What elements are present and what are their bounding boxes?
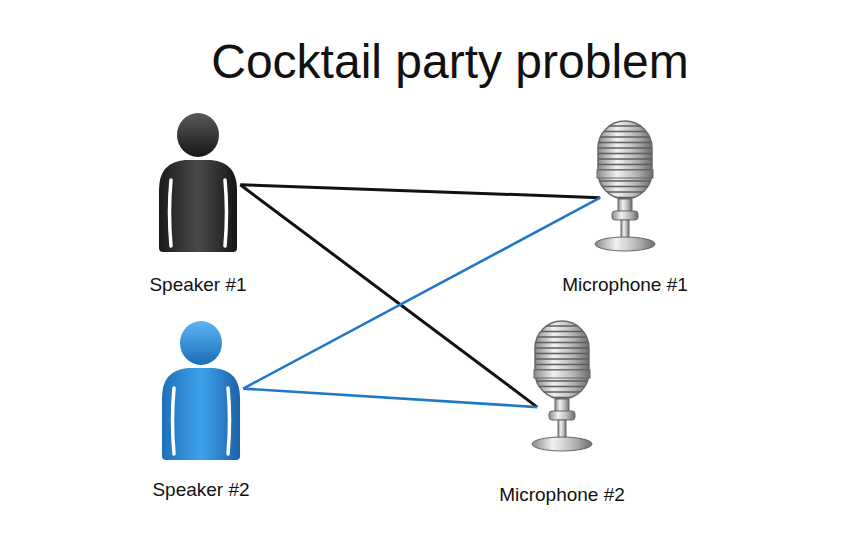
signal-line — [240, 185, 600, 198]
microphone-icon — [585, 118, 665, 253]
node-label: Microphone #2 — [479, 484, 645, 506]
microphone-node: Microphone #2 — [479, 318, 645, 506]
node-label: Microphone #1 — [542, 274, 708, 296]
person-icon — [153, 112, 243, 252]
signal-line — [243, 389, 537, 408]
speaker-node: Speaker #1 — [134, 112, 262, 296]
node-label: Speaker #2 — [137, 479, 265, 501]
microphone-node: Microphone #1 — [542, 118, 708, 296]
diagram-title: Cocktail party problem — [50, 36, 850, 89]
node-label: Speaker #1 — [134, 274, 262, 296]
speaker-node: Speaker #2 — [137, 320, 265, 501]
microphone-icon — [522, 318, 602, 453]
person-icon — [156, 320, 246, 460]
signal-line — [240, 185, 537, 407]
